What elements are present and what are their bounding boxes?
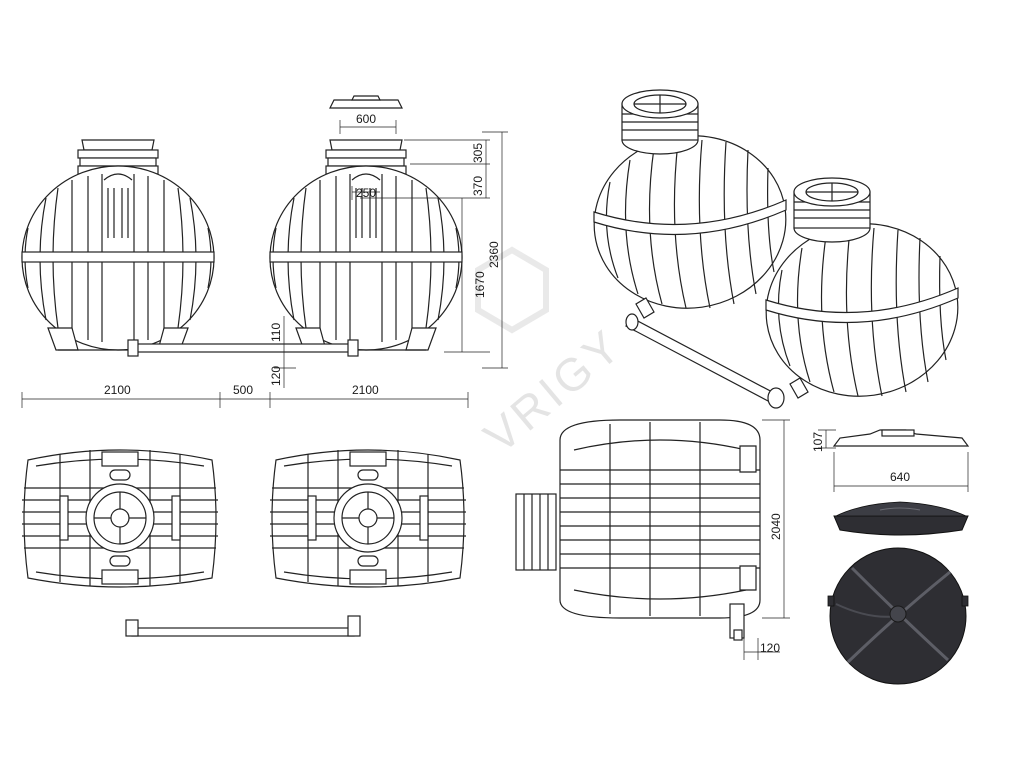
top-view-left-tank: [21, 449, 219, 588]
lid-side-render: [833, 501, 969, 536]
dim-neck-inner-text: 370: [471, 176, 485, 196]
dim-tank-gap-text: 500: [233, 383, 253, 397]
dim-outlet-height: 110: [269, 316, 296, 353]
iso-view-back-tank: [582, 89, 798, 322]
dim-lid-diameter-text: 640: [890, 470, 910, 484]
top-view-dimensions: 2100 500 2100: [21, 383, 469, 408]
front-view-connecting-pipe: [127, 339, 359, 357]
dim-neck-height-text: 305: [471, 143, 485, 163]
dim-lid-height-text: 107: [811, 432, 825, 452]
dim-tank-length-left-text: 2100: [104, 383, 131, 397]
dim-body-height: 1670: [444, 198, 490, 353]
dim-lid-width: 600: [339, 112, 397, 134]
dim-neck: 305 370: [360, 139, 490, 199]
dim-base-offset-front: 120: [269, 352, 296, 388]
iso-view-front-tank: [754, 177, 970, 410]
dim-total-height-text: 2360: [487, 241, 501, 268]
dim-lid-width-text: 600: [356, 112, 376, 126]
dim-side-width: 2040: [762, 419, 790, 619]
dim-inlet-offset-text: 250: [356, 186, 376, 200]
dim-outlet-height-text: 110: [269, 323, 283, 342]
dim-inlet-offset: 250: [351, 186, 380, 200]
dim-side-width-text: 2040: [769, 513, 783, 540]
front-view-left-tank: [21, 139, 215, 351]
dim-side-pipe-offset-text: 120: [760, 641, 780, 655]
dim-tank-length-right-text: 2100: [352, 383, 379, 397]
lid-top-render: [827, 547, 969, 685]
dim-side-pipe-offset: 120: [743, 638, 780, 660]
dim-base-offset-front-text: 120: [269, 366, 283, 386]
iso-view-connecting-pipe: [625, 297, 809, 409]
side-view-tank: [515, 419, 761, 641]
top-view-right-tank: [269, 449, 467, 588]
front-view-lid: [329, 95, 403, 109]
dim-lid-height: 107: [811, 429, 836, 452]
dim-lid-diameter: 640: [833, 452, 969, 492]
top-view-connecting-pipe: [125, 615, 361, 637]
dim-body-height-text: 1670: [473, 271, 487, 298]
dim-total-height: 2360: [482, 131, 508, 369]
front-view-right-tank: [269, 139, 463, 351]
lid-detail-outline: [832, 429, 970, 447]
